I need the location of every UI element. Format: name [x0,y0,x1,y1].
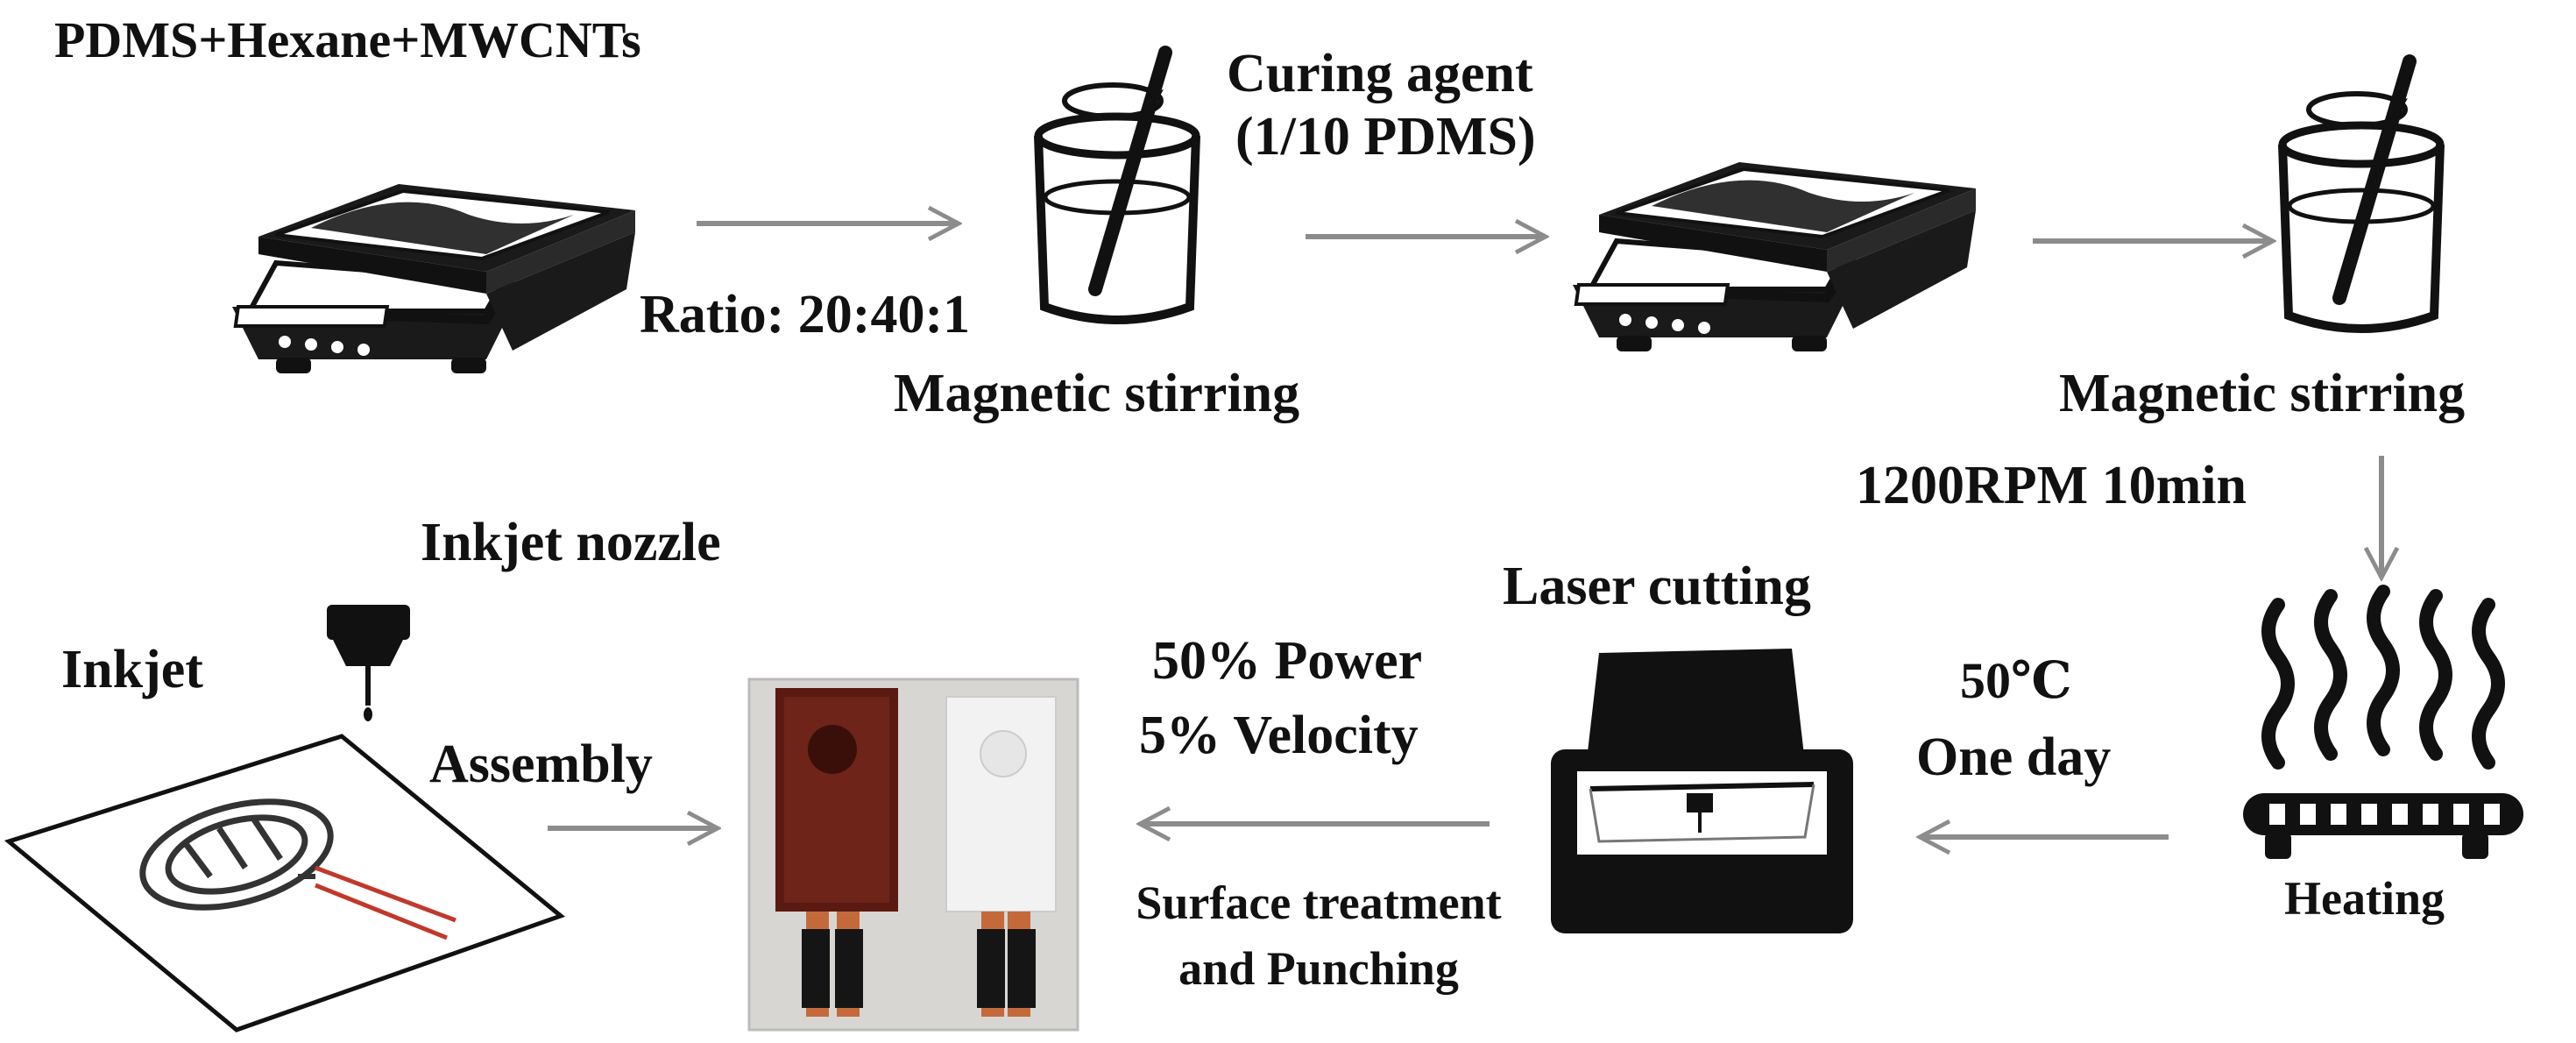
inkjet-label: Inkjet [61,640,203,699]
inkjet-nozzle-icon [327,605,410,721]
heating-plate-icon [2243,585,2523,859]
inkjet-nozzle-label: Inkjet nozzle [421,513,721,572]
heating-label: Heating [2284,872,2445,925]
curing-agent-label-line2: (1/10 PDMS) [1235,107,1536,167]
printed-electrode-sheet-icon [4,734,566,1032]
laser-cutter-icon [1551,649,1853,933]
balance-scale-icon [1573,162,1976,351]
assembly-label: Assembly [429,734,653,794]
duration-label: One day [1916,727,2112,787]
laser-cutting-label: Laser cutting [1503,557,1811,616]
temperature-label: 50℃ [1960,652,2072,709]
curing-agent-label-line1: Curing agent [1227,44,1533,103]
sensor-photo [747,678,1079,1032]
magnetic-stirring-label-1: Magnetic stirring [894,364,1300,423]
surface-treatment-label-line2: and Punching [1178,942,1459,995]
power-label: 50% Power [1152,631,1423,691]
materials-label: PDMS+Hexane+MWCNTs [54,11,641,68]
beaker-stirring-icon [1038,53,1196,320]
velocity-label: 5% Velocity [1139,706,1419,765]
beaker-stirring-icon [2282,61,2440,329]
balance-scale-icon [232,184,635,373]
rpm-label: 1200RPM 10min [1856,456,2247,515]
ratio-label: Ratio: 20:40:1 [640,285,971,344]
magnetic-stirring-label-2: Magnetic stirring [2059,364,2466,423]
surface-treatment-label-line1: Surface treatment [1136,876,1502,929]
